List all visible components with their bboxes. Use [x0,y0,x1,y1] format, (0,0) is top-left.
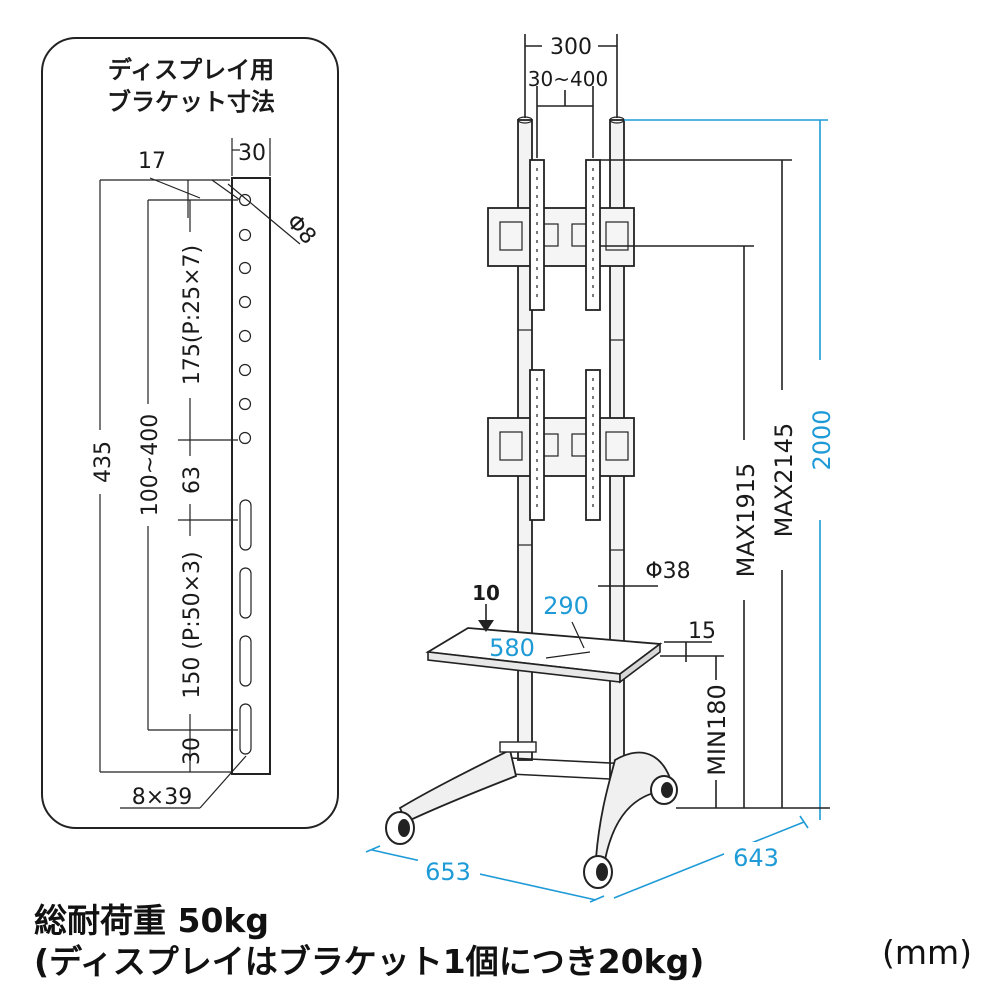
dim-hole-offset: 17 [138,149,166,174]
dim-total-height: 2000 [808,409,836,470]
dim-gap: 63 [180,466,205,494]
dim-min-shelf: MIN180 [703,684,731,776]
shelf-load: 10 [472,581,500,605]
stand-dimensions: 300 30~400 2000 MAX2145 MAX1915 MIN180 1… [365,34,836,903]
dim-bottom-margin: 30 [180,737,205,765]
caster-right-front [583,855,613,889]
bracket-dimension-panel: ディスプレイ用 ブラケット寸法 30 17 [41,37,339,829]
dim-bracket-range: 30~400 [528,67,608,91]
unit-label: (mm) [881,933,972,972]
total-load-text: 総耐荷重 50kg [34,901,269,940]
panel-title-line2: ブラケット寸法 [107,88,275,116]
dim-base-depth: 643 [733,844,779,872]
dim-base-width: 653 [425,858,471,886]
dim-pole-diameter: Φ38 [645,559,690,584]
bracket-slots [239,499,252,755]
caster-right-back [650,775,678,805]
dim-shelf-width: 580 [489,634,535,662]
dim-holes-pitch: 175(P:25×7) [180,245,205,385]
dim-shelf-depth: 290 [543,592,589,620]
caster-left [385,811,415,845]
dim-slot-size: 8×39 [132,785,192,810]
panel-title-line1: ディスプレイ用 [108,56,274,84]
dim-pole-spacing: 300 [550,35,592,60]
dim-slots-pitch: 150 (P:50×3) [180,551,205,698]
dim-mount-range: 100~400 [138,414,163,516]
dim-max-lower: MAX1915 [732,463,760,578]
dim-total-length: 435 [91,441,116,483]
lower-bracket [487,369,635,521]
base [385,741,678,889]
load-arrow-icon [478,620,494,632]
dim-max-upper: MAX2145 [770,423,798,538]
upper-bracket [487,159,635,311]
shelf [425,627,663,684]
display-stand [385,116,678,889]
bracket-holes [238,193,252,445]
dim-shelf-thickness: 15 [688,619,716,644]
dim-bracket-width: 30 [238,141,266,166]
per-bracket-load-text: (ディスプレイはブラケット1個につき20kg) [34,942,705,981]
